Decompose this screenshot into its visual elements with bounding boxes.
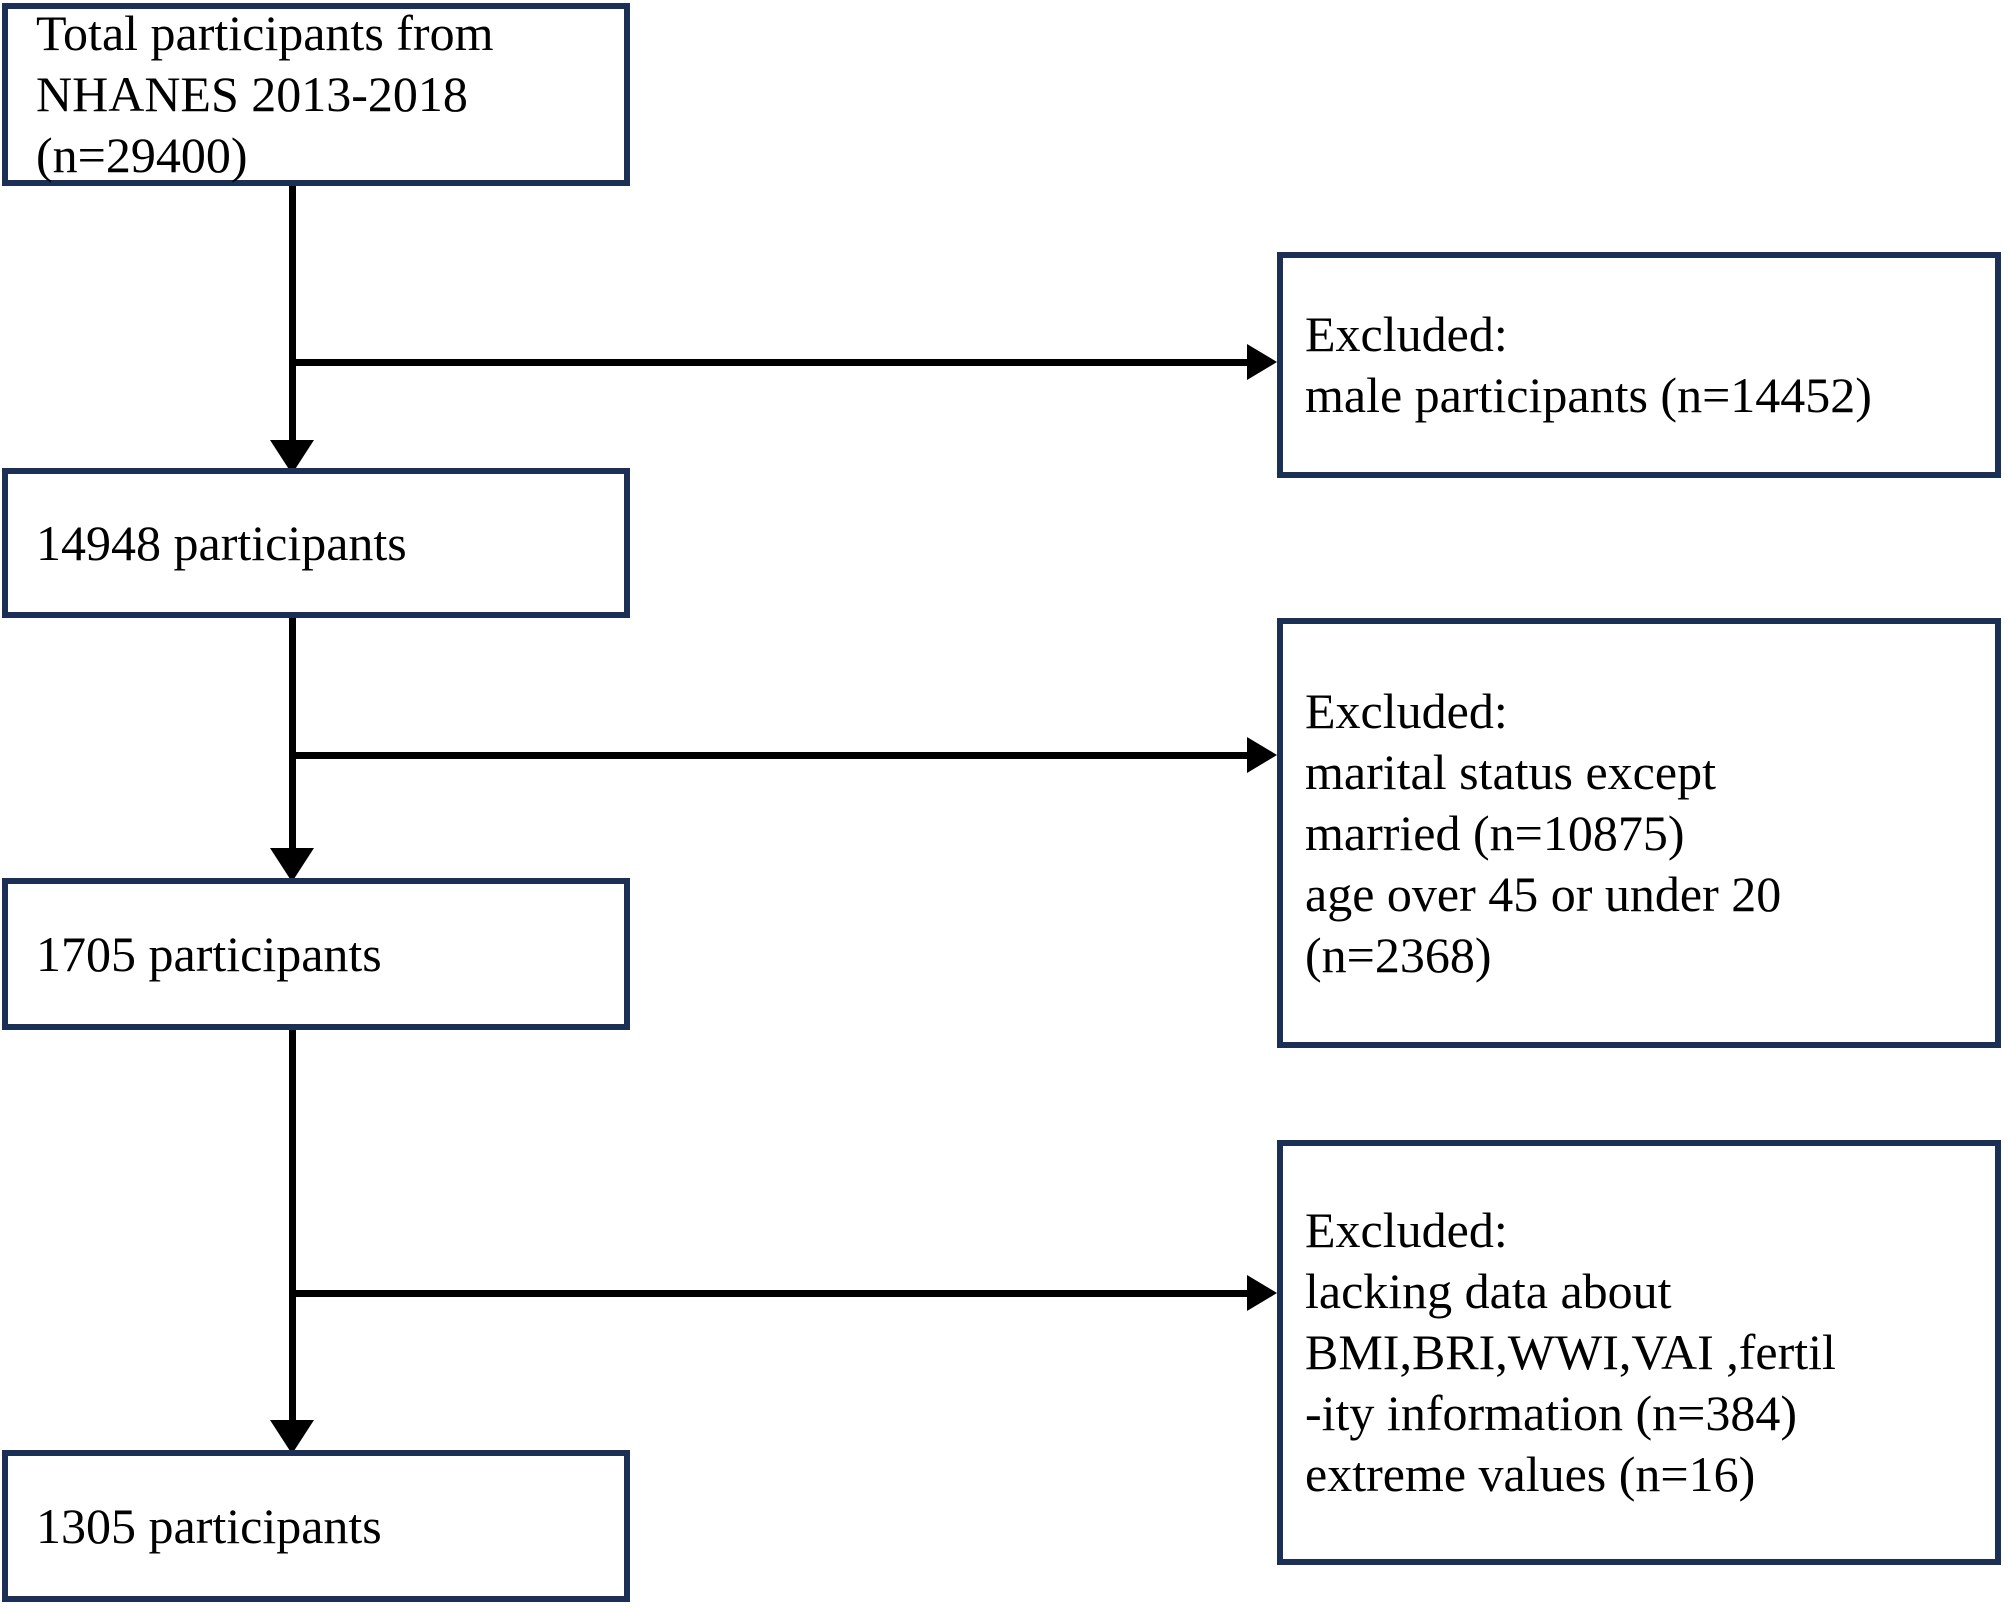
node-total-line-2: NHANES 2013-2018 — [36, 66, 468, 122]
node-excluded-missing-data: Excluded: lacking data about BMI,BRI,WWI… — [1277, 1140, 2001, 1565]
node-total-line-3: (n=29400) — [36, 127, 248, 183]
node-excluded-1-line-1: Excluded: — [1305, 306, 1508, 362]
node-stage1-line-1: 14948 participants — [36, 514, 407, 571]
node-excluded-3-line-4: -ity information (n=384) — [1305, 1385, 1797, 1441]
connector-branch-excluded-3 — [289, 1290, 1249, 1297]
node-excluded-2-line-3: married (n=10875) — [1305, 804, 1685, 861]
node-total-line-1: Total participants from — [36, 5, 494, 61]
arrowhead-to-final — [270, 1420, 314, 1454]
node-excluded-2-line-2: marital status except — [1305, 743, 1716, 800]
node-excluded-1-line-2: male participants (n=14452) — [1305, 367, 1872, 423]
node-excluded-3-line-2: lacking data about — [1305, 1263, 1672, 1319]
node-stage2-line-1: 1705 participants — [36, 925, 382, 982]
node-final-line-1: 1305 participants — [36, 1497, 382, 1554]
node-stage2-participants: 1705 participants — [2, 878, 630, 1030]
connector-branch-excluded-1 — [289, 359, 1249, 366]
node-stage1-participants: 14948 participants — [2, 468, 630, 618]
connector-spine-2 — [289, 618, 296, 860]
node-excluded-3-line-5: extreme values (n=16) — [1305, 1446, 1756, 1502]
node-final-participants: 1305 participants — [2, 1450, 630, 1602]
connector-branch-excluded-2 — [289, 752, 1249, 759]
node-excluded-2-line-4: age over 45 or under 20 — [1305, 865, 1782, 922]
arrowhead-to-stage2 — [270, 848, 314, 882]
connector-spine-3 — [289, 1030, 296, 1432]
arrowhead-to-excluded-3 — [1247, 1275, 1277, 1311]
node-excluded-3-line-1: Excluded: — [1305, 1202, 1508, 1258]
arrowhead-to-excluded-1 — [1247, 344, 1277, 380]
node-excluded-marital-age: Excluded: marital status except married … — [1277, 618, 2001, 1048]
node-excluded-3-line-3: BMI,BRI,WWI,VAI ,fertil — [1305, 1324, 1836, 1380]
node-total-participants: Total participants from NHANES 2013-2018… — [2, 3, 630, 186]
node-excluded-male: Excluded: male participants (n=14452) — [1277, 252, 2001, 478]
node-excluded-2-line-1: Excluded: — [1305, 682, 1508, 739]
arrowhead-to-excluded-2 — [1247, 737, 1277, 773]
connector-spine-1 — [289, 186, 296, 451]
node-excluded-2-line-5: (n=2368) — [1305, 926, 1492, 983]
